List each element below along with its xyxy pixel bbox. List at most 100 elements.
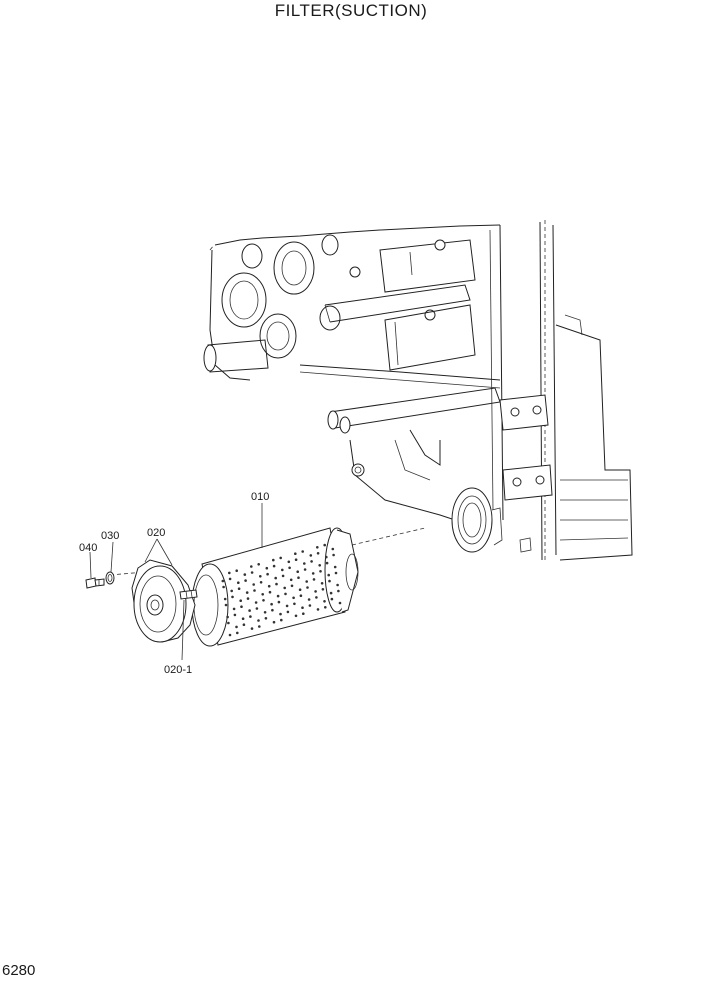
filter-perforation-dot: [307, 598, 311, 601]
filter-perforation-dot: [264, 617, 268, 620]
filter-perforation-dot: [294, 614, 298, 618]
filter-perforation-dot: [221, 579, 225, 583]
filter-perforation-dot: [297, 576, 300, 579]
filter-perforation-dot: [267, 584, 271, 588]
filter-perforation-dot: [294, 558, 298, 561]
filter-perforation-dot: [231, 595, 234, 599]
filter-perforation-dot: [284, 592, 287, 596]
filter-perforation-dot: [325, 561, 329, 565]
filter-perforation-dot: [240, 605, 243, 608]
filter-perforation-dot: [292, 596, 295, 600]
filter-perforation-dot: [285, 604, 289, 608]
filter-perforation-dot: [249, 615, 252, 618]
filter-perforation-dot: [318, 564, 322, 567]
filter-perforation-dot: [250, 565, 253, 568]
o-ring-drawing: [105, 571, 115, 585]
filter-perforation-dot: [272, 558, 275, 562]
filter-perforation-dot: [316, 608, 320, 611]
filter-perforation-dot: [242, 623, 246, 626]
filter-perforation-dot: [316, 546, 319, 549]
filter-perforation-dot: [315, 596, 318, 599]
filter-perforation-dot: [310, 560, 313, 563]
filter-perforation-dot: [323, 600, 326, 603]
cover-plate-drawing: [131, 559, 198, 643]
filter-perforation-dot: [279, 612, 282, 616]
filter-perforation-dot: [232, 607, 236, 611]
filter-perforation-dot: [239, 599, 242, 602]
callout-020-1: 020-1: [164, 664, 192, 676]
callout-040: 040: [79, 542, 97, 554]
filter-perforation-dot: [301, 550, 305, 553]
filter-perforation-dot: [290, 584, 294, 588]
filter-perforation-dot: [253, 589, 256, 592]
filter-perforation-dot: [270, 602, 273, 606]
filter-perforation-dot: [320, 582, 324, 585]
filter-perforation-dot: [226, 615, 229, 619]
filter-perforation-dot: [257, 619, 260, 622]
page-title: FILTER(SUCTION): [274, 1, 428, 20]
filter-perforation-dot: [330, 597, 334, 601]
filter-perforation-dot: [246, 597, 250, 600]
filter-perforation-dot: [259, 575, 262, 578]
filter-perforation-dot: [261, 593, 265, 596]
filter-perforation-dot: [241, 617, 245, 620]
filter-perforation-dot: [279, 556, 283, 560]
filter-perforation-dot: [272, 564, 276, 568]
filter-perforation-dot: [337, 589, 340, 593]
filter-perforation-dot: [271, 608, 274, 612]
callout-030: 030: [101, 530, 119, 542]
filter-perforation-dot: [250, 627, 254, 630]
filter-perforation-dot: [248, 609, 251, 612]
pump-housing-drawing: [203, 220, 633, 561]
filter-perforation-dot: [263, 611, 267, 614]
filter-perforation-dot: [324, 606, 327, 609]
filter-perforation-dot: [262, 599, 265, 602]
filter-perforation-dot: [305, 580, 309, 583]
filter-perforation-dot: [235, 625, 238, 629]
filter-perforation-dot: [314, 590, 317, 593]
filter-perforation-dot: [280, 618, 283, 622]
filter-perforation-dot: [316, 552, 320, 555]
filter-perforation-dot: [236, 631, 239, 635]
filter-perforation-dot: [257, 563, 261, 566]
filter-perforation-dot: [266, 572, 269, 576]
filter-perforation-dot: [272, 620, 276, 624]
filter-perforation-dot: [294, 552, 297, 555]
filter-perforation-dot: [298, 588, 302, 591]
filter-perforation-dot: [296, 570, 300, 573]
filter-perforation-dot: [237, 587, 241, 590]
filter-perforation-dot: [321, 588, 325, 591]
filter-perforation-dot: [250, 571, 254, 574]
filter-perforation-dot: [230, 589, 233, 593]
filter-perforation-dot: [228, 577, 232, 581]
filter-perforation-dot: [288, 566, 291, 570]
callout-010: 010: [251, 491, 269, 503]
filter-perforation-dot: [325, 555, 328, 559]
filter-perforation-dot: [277, 600, 281, 604]
filter-perforation-dot: [254, 601, 258, 604]
filter-perforation-dot: [334, 571, 338, 575]
filter-element-drawing: [191, 527, 359, 647]
filter-perforation-dot: [281, 568, 284, 572]
filter-perforation-dot: [308, 604, 312, 607]
filter-perforation-dot: [331, 547, 335, 551]
filter-perforation-dot: [228, 633, 232, 637]
leader-lines: [89, 503, 263, 661]
filter-perforation-dot: [255, 607, 259, 610]
filter-perforation-dot: [333, 565, 337, 569]
filter-perforation-dot: [323, 543, 327, 547]
filter-perforation-dot: [258, 625, 261, 628]
filter-perforation-dot: [228, 571, 231, 575]
filter-perforation-dot: [302, 612, 305, 615]
filter-perforation-dot: [283, 586, 287, 590]
filter-perforation-dot: [244, 579, 247, 582]
callout-020: 020: [147, 527, 165, 539]
filter-perforation-dot: [233, 613, 237, 617]
filter-perforation-dot: [327, 573, 331, 577]
filter-perforation-dot: [223, 597, 227, 601]
filter-perforation-dot: [336, 583, 339, 587]
filter-perforation-dot: [259, 581, 263, 584]
filter-perforation-dot: [268, 590, 272, 594]
bolt-drawing: [85, 577, 105, 589]
